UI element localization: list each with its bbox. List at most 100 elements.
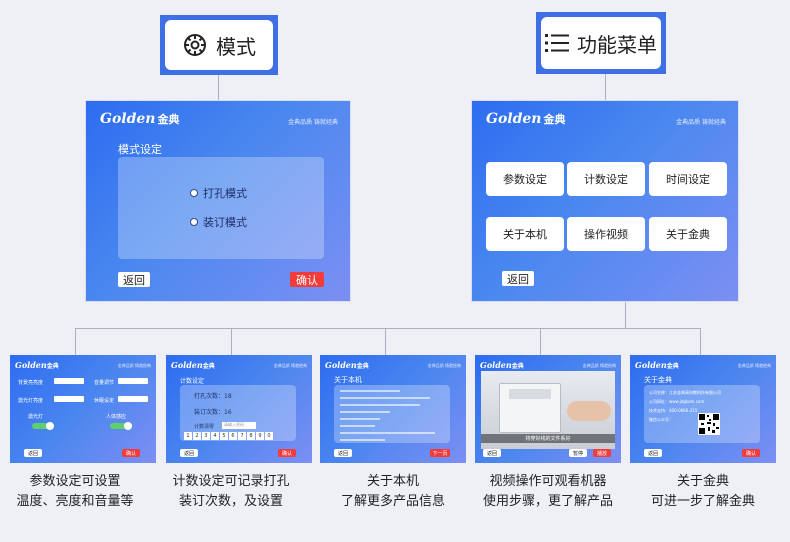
sleep-select[interactable] [118, 396, 148, 402]
caption-line: 关于本机 [366, 474, 419, 489]
pause-button[interactable]: 暂停 [569, 449, 587, 457]
machine-head [509, 389, 551, 399]
brand-logo: Golden金典 [480, 360, 524, 370]
key-6[interactable]: 6 [229, 432, 237, 440]
back-button[interactable]: 返回 [180, 449, 198, 457]
brand-slogan: 金典品质 铸就经典 [427, 363, 461, 368]
key-8[interactable]: 8 [247, 432, 255, 440]
list-menu-icon [545, 34, 569, 52]
menu-count-setting[interactable]: 计数设定 [567, 162, 645, 196]
brand-logo: Golden金典 [171, 360, 215, 370]
radio-circle [190, 189, 198, 197]
caption-line: 关于金典 [676, 474, 729, 489]
spec-lines [340, 390, 440, 441]
key-1[interactable]: 1 [184, 432, 192, 440]
support-phone: 技术支持：400-0666-215 [649, 408, 698, 413]
connector-drop-2 [231, 328, 232, 355]
key-3[interactable]: 3 [202, 432, 210, 440]
gear-icon [184, 34, 206, 56]
radio-label: 打孔模式 [203, 187, 247, 200]
spec-panel [334, 385, 450, 443]
key-9[interactable]: 9 [256, 432, 264, 440]
confirm-button[interactable]: 确认 [278, 449, 296, 457]
back-button[interactable]: 返回 [502, 271, 534, 286]
laser-lamp-toggle[interactable] [32, 422, 54, 430]
confirm-button[interactable]: 确认 [290, 272, 324, 287]
bg-brightness-select[interactable] [54, 378, 84, 384]
key-5[interactable]: 5 [220, 432, 228, 440]
menu-about-machine[interactable]: 关于本机 [486, 217, 564, 251]
mode-options-panel: 打孔模式 装订模式 [118, 157, 324, 259]
caption-line: 了解更多产品信息 [340, 494, 445, 509]
human-sense-toggle[interactable] [110, 422, 132, 430]
connector-func-down [625, 302, 626, 328]
mode-tag-inner: 模式 [165, 20, 273, 70]
menu-param-setting[interactable]: 参数设定 [486, 162, 564, 196]
brand-logo: Golden金典 [15, 360, 59, 370]
count-title: 计数设定 [180, 378, 205, 385]
mode-tag: 模式 [160, 15, 278, 75]
radio-binding-mode[interactable]: 装订模式 [190, 214, 247, 230]
confirm-button[interactable]: 确认 [122, 449, 140, 457]
logo-text-cn: 金典 [666, 363, 679, 370]
play-button[interactable]: 播放 [593, 449, 611, 457]
qr-code-icon [698, 413, 720, 435]
logo-text-cn: 金典 [157, 113, 180, 126]
radio-punch-mode[interactable]: 打孔模式 [190, 185, 247, 201]
menu-time-setting[interactable]: 时间设定 [649, 162, 727, 196]
video-subtitle: 将穿好线的文件系好 [481, 434, 615, 443]
connector-mode [218, 75, 219, 100]
caption-line: 可进一步了解金典 [650, 494, 755, 509]
keypad: 1 2 3 4 5 6 7 8 9 0 [184, 432, 273, 440]
brand-slogan: 金典品质 铸就经典 [676, 119, 726, 126]
about-machine-title: 关于本机 [334, 376, 362, 384]
next-page-button[interactable]: 下一页 [430, 449, 450, 457]
connector-func [605, 74, 606, 100]
back-button[interactable]: 返回 [644, 449, 662, 457]
back-button[interactable]: 返回 [118, 272, 150, 287]
key-4[interactable]: 4 [211, 432, 219, 440]
menu-about-golden[interactable]: 关于金典 [649, 217, 727, 251]
brand-logo: Golden金典 [325, 360, 369, 370]
back-button[interactable]: 返回 [24, 449, 42, 457]
laser-brightness-select[interactable] [54, 396, 84, 402]
volume-label: 音量调节 [94, 380, 115, 386]
thumb-param-setting: Golden金典 金典品质 铸就经典 背景亮亮度 音量调节 激光灯亮度 休眠设定… [10, 355, 156, 463]
volume-select[interactable] [118, 378, 148, 384]
key-2[interactable]: 2 [193, 432, 201, 440]
caption-about-machine: 关于本机 了解更多产品信息 [313, 472, 473, 512]
logo-text-en: Golden [100, 111, 156, 127]
wechat-label: 微信公众号： [649, 417, 673, 422]
back-button[interactable]: 返回 [334, 449, 352, 457]
logo-text-cn: 金典 [46, 363, 59, 370]
caption-line: 装订次数，及设置 [178, 494, 283, 509]
video-frame: 将穿好线的文件系好 [481, 371, 615, 449]
confirm-button[interactable]: 确认 [742, 449, 760, 457]
key-7[interactable]: 7 [238, 432, 246, 440]
caption-line: 计数设定可记录打孔 [172, 474, 290, 489]
logo-text-en: Golden [15, 360, 47, 370]
password-input[interactable]: 请输入密码 [222, 422, 256, 429]
laser-lamp-label: 激光灯 [28, 414, 44, 420]
radio-label: 装订模式 [203, 216, 247, 229]
company-name: 公司名称：江苏金典高科教科技有限公司 [649, 390, 721, 395]
caption-line: 参数设定可设置 [29, 474, 121, 489]
logo-text-cn: 金典 [543, 113, 566, 126]
key-0[interactable]: 0 [265, 432, 273, 440]
mode-tag-label: 模式 [216, 34, 256, 59]
back-button[interactable]: 返回 [483, 449, 501, 457]
brand-slogan: 金典品质 铸就经典 [737, 363, 771, 368]
caption-param: 参数设定可设置 温度、亮度和音量等 [0, 472, 155, 512]
logo-text-en: Golden [480, 360, 512, 370]
thumb-count-setting: Golden金典 金典品质 铸就经典 计数设定 打孔次数：18 装订次数：16 … [166, 355, 312, 463]
human-sense-label: 人体感应 [106, 414, 127, 420]
brand-slogan: 金典品质 铸就经典 [582, 363, 616, 368]
thumb-about-golden: Golden金典 金典品质 铸就经典 关于金典 公司名称：江苏金典高科教科技有限… [630, 355, 776, 463]
menu-operation-video[interactable]: 操作视频 [567, 217, 645, 251]
logo-text-cn: 金典 [202, 363, 215, 370]
brand-slogan: 金典品质 铸就经典 [117, 363, 151, 368]
